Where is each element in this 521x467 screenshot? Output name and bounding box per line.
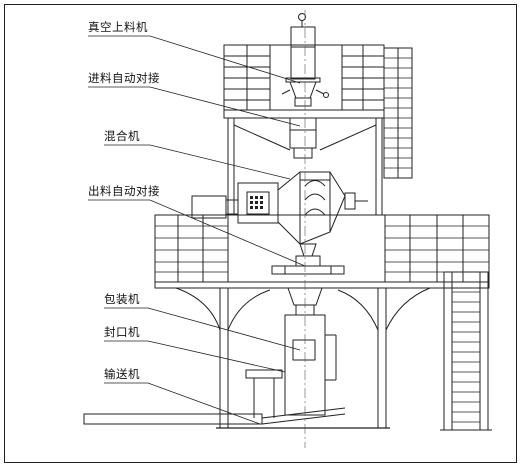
label-conveyor: 输送机 [104, 367, 140, 381]
upper-stair [383, 47, 413, 179]
top-frame-legs [227, 118, 383, 215]
label-vacuum-loader: 真空上料机 [88, 20, 148, 34]
label-mixer: 混合机 [104, 129, 140, 143]
callout-leaders [88, 35, 306, 425]
feed-docking [289, 117, 317, 159]
middle-platform [154, 214, 490, 289]
lower-frame [175, 287, 431, 428]
sealing-machine [245, 369, 283, 418]
vacuum-loader [281, 13, 329, 107]
label-discharge-docking: 出料自动对接 [88, 184, 160, 198]
label-packaging-machine: 包装机 [104, 292, 140, 306]
mixer [191, 171, 368, 275]
drawing-frame [4, 4, 517, 463]
lower-staircase [440, 271, 492, 431]
packaging-machine [284, 287, 337, 416]
conveyor [83, 407, 346, 425]
top-platform [223, 44, 385, 119]
label-feed-docking: 进料自动对接 [88, 71, 160, 85]
label-sealing-machine: 封口机 [104, 325, 140, 339]
